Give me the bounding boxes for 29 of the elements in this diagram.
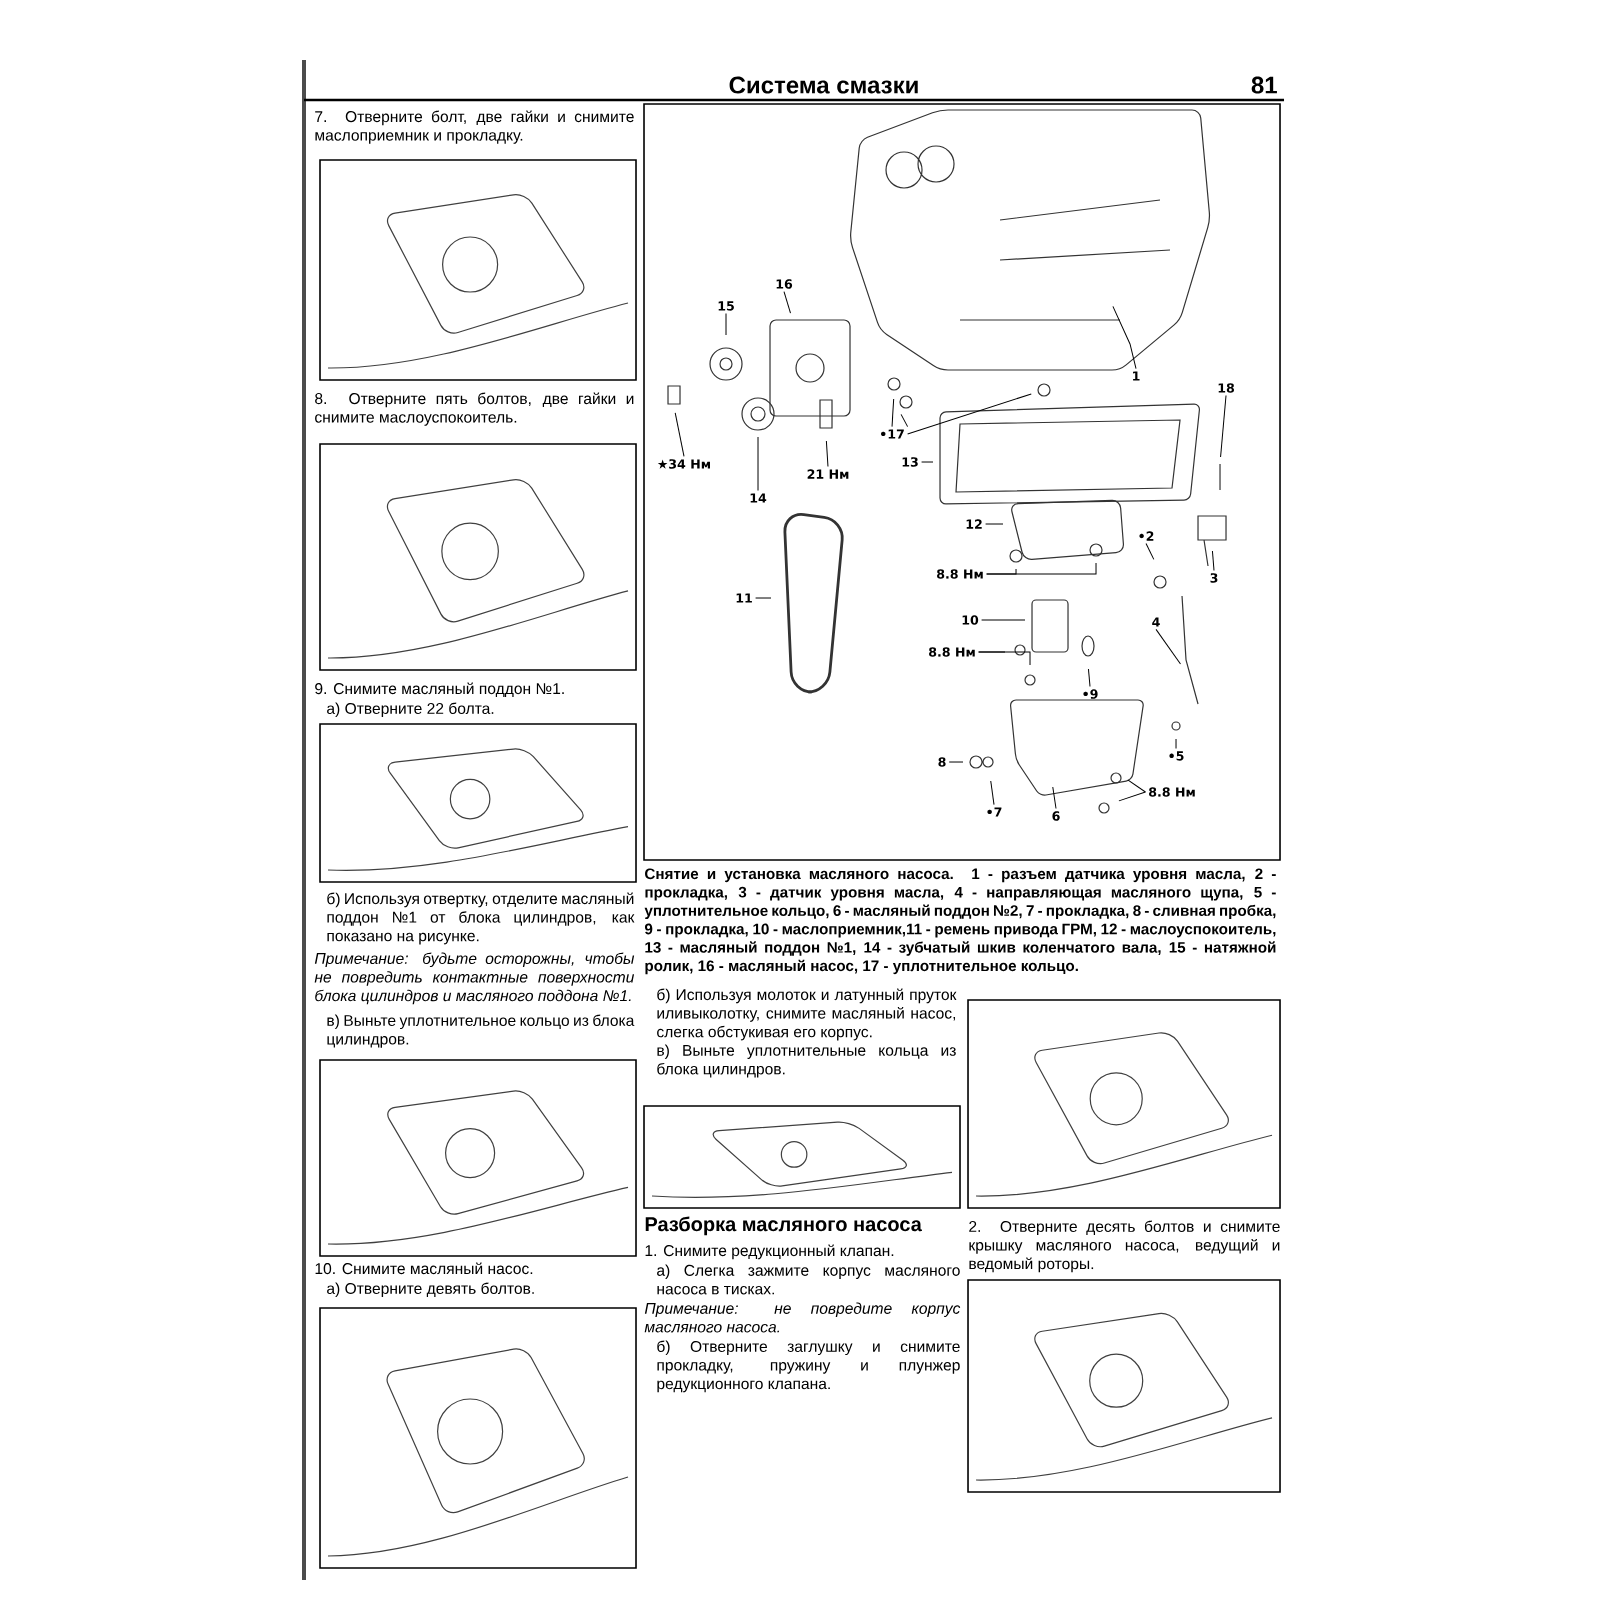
leader-line xyxy=(1052,786,1057,809)
leader-line xyxy=(1175,738,1177,749)
leader-line xyxy=(1145,543,1155,560)
page-number: 81 xyxy=(1251,76,1277,94)
leader-line xyxy=(990,780,995,806)
leader-line xyxy=(825,440,829,468)
leader-line xyxy=(725,313,727,336)
leader-line xyxy=(981,619,1026,621)
leader-line xyxy=(1112,305,1137,370)
leader-line xyxy=(1155,628,1181,665)
leader-line xyxy=(900,413,909,428)
leader-line xyxy=(985,523,1004,525)
leader-line xyxy=(1127,779,1146,793)
leader-line xyxy=(1220,395,1227,458)
leader-line xyxy=(986,562,1097,575)
leader-line xyxy=(757,436,759,492)
leader-line xyxy=(921,461,934,463)
leader-line xyxy=(1118,791,1146,802)
section-heading: Разборка масляного насоса xyxy=(645,1216,922,1236)
leader-line xyxy=(783,291,791,314)
page-title: Система смазки xyxy=(729,76,918,94)
leader-line xyxy=(891,398,895,428)
leader-line xyxy=(674,412,685,457)
leader-line xyxy=(1211,550,1215,571)
leader-line xyxy=(978,651,1031,666)
leader-line xyxy=(948,761,964,763)
leader-line xyxy=(907,393,1032,435)
leader-line xyxy=(1087,668,1091,687)
leader-line xyxy=(755,597,772,599)
